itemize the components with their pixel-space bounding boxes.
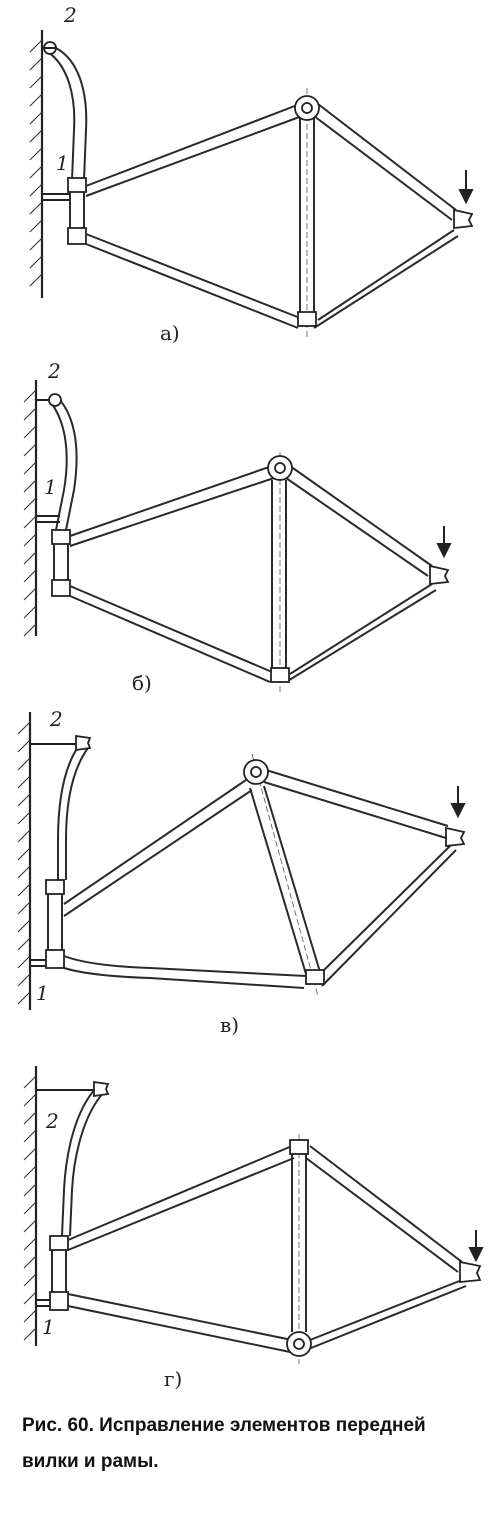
- label-1-d: 1: [42, 1315, 55, 1339]
- label-2-a: 2: [63, 3, 77, 27]
- panel-label-b: б): [132, 671, 152, 695]
- frame-a: [85, 88, 474, 340]
- panel-label-d: г): [164, 1367, 182, 1391]
- label-2-b: 2: [47, 359, 61, 383]
- panel-a: 2 1 а): [29, 3, 474, 345]
- panel-label-a: а): [160, 321, 180, 345]
- frame-b: [69, 452, 450, 692]
- figure-caption: Рис. 60. Исправление элементов передней …: [22, 1408, 482, 1480]
- wall-c: [17, 712, 32, 1010]
- clamp-2-b: [36, 393, 62, 407]
- panel-c: 2 1 в): [17, 707, 466, 1037]
- load-arrow-b: [436, 526, 452, 559]
- front-fork-c: [45, 743, 89, 969]
- clamp-2-c: [30, 734, 92, 752]
- panel-b: 2 1 б): [23, 359, 452, 695]
- label-2-d: 2: [45, 1109, 59, 1133]
- clamp-2-d: [36, 1080, 110, 1098]
- wall-b: [23, 380, 38, 637]
- frame-c: [63, 753, 466, 997]
- front-fork-d: [49, 1087, 105, 1311]
- load-arrow-a: [458, 170, 474, 205]
- figure: 2 1 а): [17, 3, 484, 1391]
- load-arrow-d: [468, 1230, 484, 1263]
- caption-line-1: Рис. 60. Исправление элементов передней: [22, 1415, 426, 1436]
- clamp-1-a: [42, 193, 70, 201]
- label-2-c: 2: [49, 707, 63, 731]
- clamp-1-c: [30, 959, 46, 967]
- frame-d: [67, 1134, 482, 1364]
- caption-line-2: вилки и рамы.: [22, 1451, 159, 1472]
- front-fork-a: [47, 47, 88, 245]
- label-1-c: 1: [36, 981, 49, 1005]
- load-arrow-c: [450, 786, 466, 819]
- panel-d: 2 1 г): [23, 1066, 484, 1391]
- wall-a: [29, 30, 44, 298]
- front-fork-b: [51, 399, 78, 597]
- panel-label-c: в): [220, 1013, 239, 1037]
- clamp-2-a: [42, 41, 57, 55]
- label-1-a: 1: [56, 151, 69, 175]
- clamp-1-d: [36, 1299, 50, 1307]
- label-1-b: 1: [44, 475, 57, 499]
- clamp-1-b: [36, 515, 60, 523]
- wall-d: [23, 1066, 38, 1346]
